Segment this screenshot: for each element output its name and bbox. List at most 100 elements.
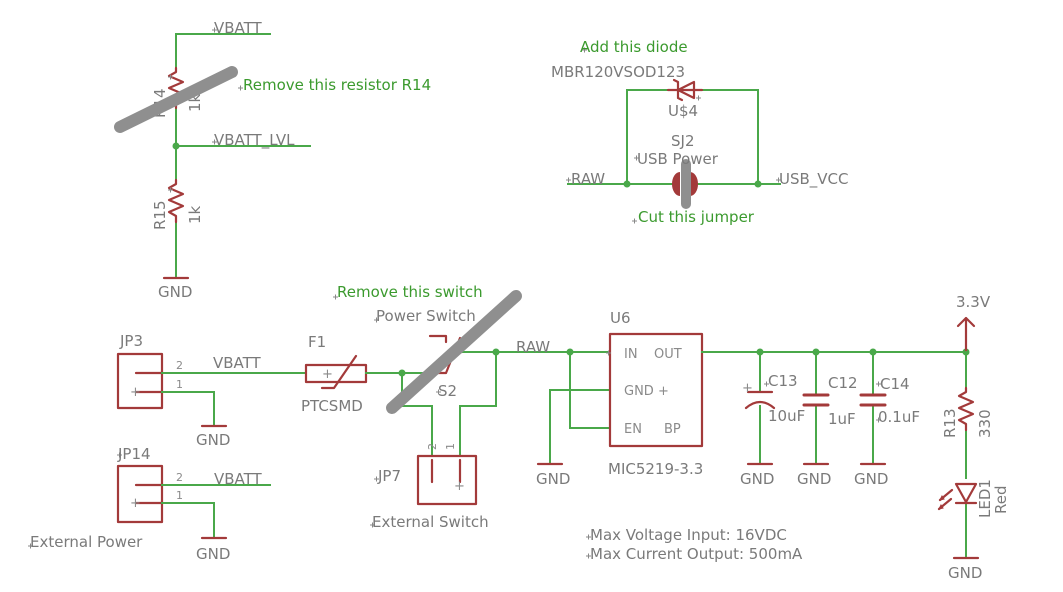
jp14-pin2: 2 bbox=[176, 471, 183, 484]
wire-vbatt-top bbox=[175, 33, 271, 69]
note-max-current: Max Current Output: 500mA bbox=[590, 545, 803, 563]
s2-name: S2 bbox=[438, 382, 457, 400]
c12-value: 1uF bbox=[828, 410, 856, 428]
net-label-gnd-c12: GND bbox=[797, 470, 831, 488]
wire-diode-loop bbox=[626, 89, 759, 185]
c13-plus: + bbox=[742, 381, 753, 396]
led1-name: LED1 bbox=[976, 479, 994, 518]
jp14-name: JP14 bbox=[117, 445, 151, 463]
u6-value: MIC5219-3.3 bbox=[608, 460, 703, 478]
strike-s2 bbox=[386, 290, 522, 414]
u6-pin-gnd: GND bbox=[624, 384, 654, 399]
wire-s2-jp7-pin2 bbox=[401, 372, 433, 457]
r15-name: R15 bbox=[151, 200, 169, 230]
led-symbol bbox=[954, 482, 978, 505]
diode-symbol bbox=[666, 78, 704, 102]
u6-plus: + bbox=[658, 384, 669, 399]
f1-value: PTCSMD bbox=[301, 397, 363, 415]
jp7-name: JP7 bbox=[377, 467, 401, 485]
junction-usbvcc bbox=[754, 180, 762, 188]
capacitor-c14 bbox=[859, 393, 887, 407]
u6-pin-bp: BP bbox=[664, 422, 681, 437]
regulator-u6: U6 MIC5219-3.3 IN OUT GND + EN BP GND Ma… bbox=[536, 309, 967, 563]
jp7-plus: + bbox=[454, 479, 465, 494]
capacitor-c12 bbox=[802, 393, 830, 407]
jp3-housing bbox=[116, 352, 164, 410]
fuse-f1: + F1 PTCSMD bbox=[301, 333, 403, 415]
solder-jumper-sj2 bbox=[672, 172, 698, 196]
net-label-gnd-led: GND bbox=[948, 564, 982, 582]
connector-jp3: JP3 2 1 + VBATT GND bbox=[116, 332, 307, 449]
f1-name: F1 bbox=[308, 333, 326, 351]
sj2-name: SJ2 bbox=[671, 132, 695, 150]
jp3-plus: + bbox=[130, 385, 141, 400]
jp3-name: JP3 bbox=[119, 332, 143, 350]
jp7-value: External Switch bbox=[372, 513, 489, 531]
net-label-vbatt-top: VBATT bbox=[214, 19, 263, 37]
c12-name: C12 bbox=[828, 374, 858, 392]
u6-pin-en: EN bbox=[624, 422, 642, 437]
jp3-pin2: 2 bbox=[176, 359, 183, 372]
note-add-diode: Add this diode bbox=[580, 38, 688, 56]
c13-name: C13 bbox=[768, 372, 798, 390]
jp7-pin2: 2 bbox=[426, 443, 439, 450]
note-max-voltage: Max Voltage Input: 16VDC bbox=[590, 526, 787, 544]
u6-name: U6 bbox=[610, 309, 631, 327]
net-label-gnd-c13: GND bbox=[740, 470, 774, 488]
f1-plus: + bbox=[322, 367, 333, 382]
jp3-pins bbox=[134, 371, 164, 394]
jp7-pin1: 1 bbox=[444, 443, 457, 450]
net-label-gnd-jp14: GND bbox=[196, 545, 230, 563]
r13-name: R13 bbox=[941, 408, 959, 438]
net-label-vbatt-jp14: VBATT bbox=[214, 470, 263, 488]
voltage-divider: VBATT VBATT_LVL GND R14 1k R15 1k Remove… bbox=[114, 19, 431, 301]
net-label-vbatt-lvl: VBATT_LVL bbox=[214, 131, 295, 150]
net-label-vbatt-jp3: VBATT bbox=[213, 354, 262, 372]
u6-body bbox=[608, 332, 704, 448]
resistor-r13 bbox=[957, 386, 975, 432]
output-capacitors: + C13 10uF C12 1uF C14 0.1uF GND GND GND bbox=[740, 348, 970, 488]
jp7-pins bbox=[430, 458, 462, 484]
jp3-pin1: 1 bbox=[176, 378, 183, 391]
jp14-pins bbox=[134, 483, 164, 505]
c14-name: C14 bbox=[880, 375, 910, 393]
ptc-body bbox=[304, 363, 368, 384]
led1-value: Red bbox=[992, 486, 1010, 515]
junction-raw bbox=[623, 180, 631, 188]
diode-value: MBR120VSOD123 bbox=[551, 63, 685, 81]
switch-contact-nc bbox=[428, 334, 448, 344]
note-remove-switch: Remove this switch bbox=[337, 283, 483, 301]
led-arrowheads bbox=[938, 495, 945, 510]
junction-vbatt-lvl bbox=[172, 142, 180, 150]
net-label-usb-vcc: USB_VCC bbox=[779, 170, 849, 189]
jp14-housing bbox=[116, 464, 164, 524]
s2-value: Power Switch bbox=[376, 307, 476, 325]
jp14-plus: + bbox=[130, 496, 141, 511]
wire-s2-jp7-pin1 bbox=[459, 351, 497, 457]
r13-value: 330 bbox=[976, 409, 994, 438]
net-label-raw-mid: RAW bbox=[516, 338, 550, 356]
connector-jp14: JP14 2 1 + VBATT GND External Power bbox=[28, 445, 271, 563]
jp7-housing bbox=[416, 454, 478, 506]
jp14-value: External Power bbox=[30, 533, 143, 551]
wire-jp3-gnd bbox=[161, 391, 215, 427]
wire-u6-in-en bbox=[569, 351, 611, 429]
r15-value: 1k bbox=[186, 205, 204, 224]
diode-name: U$4 bbox=[668, 102, 698, 120]
sj2-value: USB Power bbox=[637, 150, 719, 168]
usb-power-section: Add this diode MBR120VSOD123 U$4 SJ2 USB… bbox=[551, 38, 849, 226]
net-label-gnd-jp3: GND bbox=[196, 431, 230, 449]
ptc-curve bbox=[320, 354, 358, 390]
u6-pin-out: OUT bbox=[654, 347, 682, 362]
power-switch-s2: Remove this switch Power Switch S2 JP7 2… bbox=[333, 283, 571, 531]
strike-r14 bbox=[114, 66, 238, 133]
net-label-gnd-r15: GND bbox=[158, 283, 192, 301]
c13-value: 10uF bbox=[768, 407, 805, 425]
u6-pin-in: IN bbox=[624, 347, 638, 362]
note-cut-jumper: Cut this jumper bbox=[638, 208, 755, 226]
jp14-pin1: 1 bbox=[176, 489, 183, 502]
capacitor-c13 bbox=[744, 390, 776, 410]
resistor-r15 bbox=[167, 178, 185, 224]
net-label-gnd-reg: GND bbox=[536, 470, 570, 488]
